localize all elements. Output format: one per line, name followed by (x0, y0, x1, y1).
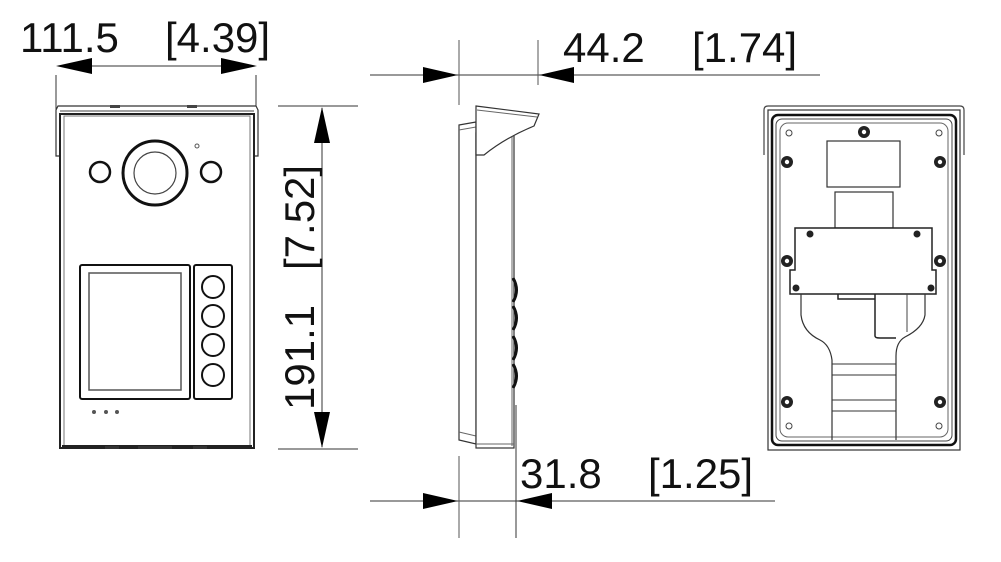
height-mm-label: 191.1 (276, 305, 323, 410)
side-button-icon (511, 277, 518, 303)
depth-top-in-label: [1.74] (692, 24, 797, 71)
label-plate (826, 140, 901, 188)
depth-top-dimension: 44.2 [1.74] (370, 24, 820, 105)
display-screen (88, 272, 182, 391)
front-view (55, 105, 259, 449)
ir-light-right-icon (199, 160, 223, 184)
button-panel (193, 264, 233, 400)
depth-bottom-dimension: 31.8 [1.25] (370, 405, 775, 538)
arrow-up-icon (314, 107, 330, 143)
corner-hole-icon (785, 422, 793, 430)
side-button-icon (511, 305, 518, 331)
indicator-dot-icon (104, 410, 108, 414)
microphone-icon (194, 143, 200, 149)
call-button-1-icon (201, 275, 225, 299)
camera-lens-icon (133, 151, 177, 195)
depth-top-mm-label: 44.2 (563, 24, 645, 71)
height-dimension: 191.1 [7.52] (276, 105, 358, 450)
board-screw-icon (792, 284, 800, 292)
depth-bottom-in-label: [1.25] (648, 450, 753, 497)
board-screw-icon (913, 230, 921, 238)
width-mm-label: 111.5 (20, 14, 119, 61)
call-button-4-icon (201, 363, 225, 387)
arrow-right-icon (423, 67, 458, 83)
depth-bottom-mm-label: 31.8 (520, 450, 602, 497)
arrow-right-icon (423, 493, 458, 509)
call-button-2-icon (201, 304, 225, 328)
rear-view (763, 105, 965, 451)
arrow-down-icon (314, 412, 330, 448)
width-in-label: [4.39] (165, 14, 270, 61)
side-button-icon (511, 335, 518, 361)
indicator-dot-icon (92, 410, 96, 414)
arrow-left-icon (517, 493, 552, 509)
arrow-left-icon (539, 67, 574, 83)
circuit-board (789, 227, 937, 295)
side-view (458, 105, 540, 449)
arrow-left-icon (56, 58, 92, 74)
corner-hole-icon (785, 129, 793, 137)
board-screw-icon (806, 230, 814, 238)
height-in-label: [7.52] (276, 165, 323, 270)
side-button-icon (511, 363, 518, 389)
call-button-3-icon (201, 333, 225, 357)
corner-hole-icon (935, 422, 943, 430)
arrow-right-icon (221, 58, 257, 74)
corner-hole-icon (935, 129, 943, 137)
connector-block (834, 191, 894, 229)
width-dimension: 111.5 [4.39] (20, 14, 270, 118)
indicator-dot-icon (115, 410, 119, 414)
ir-light-left-icon (88, 160, 112, 184)
board-screw-icon (927, 284, 935, 292)
mounting-screws (781, 126, 946, 408)
